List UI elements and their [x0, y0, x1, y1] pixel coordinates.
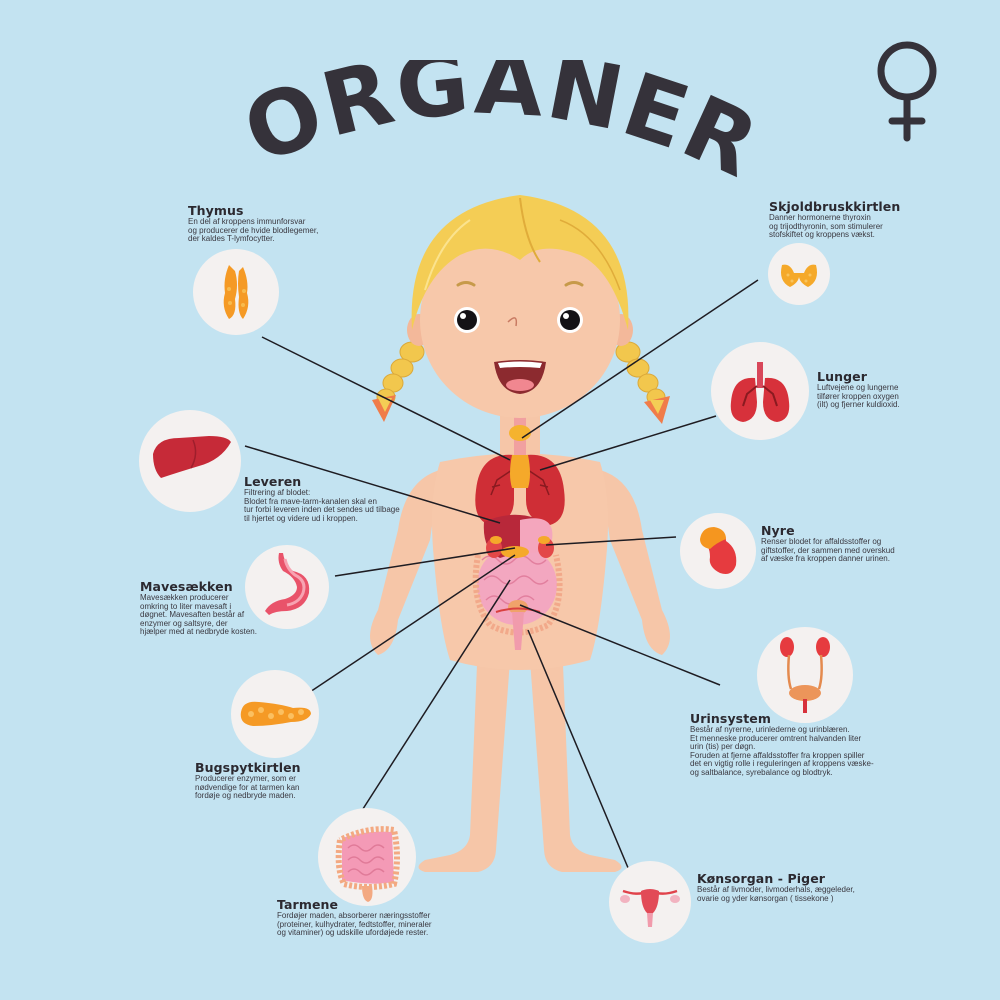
organ-name: Urinsystem — [690, 711, 772, 726]
organ-description: Filtrering af blodet: Blodet fra mave-ta… — [244, 488, 400, 523]
organ-name: Skjoldbruskkirtlen — [769, 199, 901, 214]
organ-description: Danner hormonerne thyroxin og trijodthyr… — [769, 213, 883, 240]
organ-name: Leveren — [244, 474, 302, 489]
liver-icon — [153, 436, 231, 478]
organ-description: Består af livmoder, livmoderhals, æggele… — [697, 885, 855, 903]
label-urinary: Urinsystem Består af nyrerne, urinledern… — [690, 712, 874, 778]
organ-description: Luftvejene og lungerne tilfører kroppen … — [817, 383, 900, 410]
urinary-system-icon — [780, 637, 830, 713]
pancreas-circle — [231, 670, 319, 758]
thyroid-circle — [768, 243, 830, 305]
label-intestines: Tarmene Fordøjer maden, absorberer nærin… — [277, 898, 432, 938]
thymus-circle — [193, 249, 279, 335]
organ-description: Renser blodet for affaldsstoffer og gift… — [761, 537, 895, 564]
intestines-circle — [318, 808, 416, 906]
reproductive-circle — [609, 861, 691, 943]
organ-name: Mavesækken — [140, 579, 233, 594]
label-stomach: Mavesækken Mavesækken producerer omkring… — [140, 580, 257, 637]
page-title: ORGANER — [230, 60, 770, 198]
organ-name: Nyre — [761, 523, 795, 538]
label-pancreas: Bugspytkirtlen Producerer enzymer, som e… — [195, 761, 301, 801]
kidney-icon — [700, 527, 737, 574]
thyroid-icon — [781, 264, 817, 287]
intestines-icon — [335, 826, 400, 902]
kidney-circle — [680, 513, 756, 589]
organ-name: Lunger — [817, 369, 867, 384]
organ-description: Mavesækken producerer omkring to liter m… — [140, 593, 257, 637]
svg-text:ORGANER: ORGANER — [230, 60, 770, 198]
organ-name: Tarmene — [277, 897, 339, 912]
pancreas-icon — [240, 701, 311, 726]
girl-illustration — [370, 195, 670, 872]
stomach-circle — [245, 545, 329, 629]
organ-name: Bugspytkirtlen — [195, 760, 301, 775]
organ-description: En del af kroppens immunforsvar og produ… — [188, 217, 319, 244]
label-kidney: Nyre Renser blodet for affaldsstoffer og… — [761, 524, 895, 564]
stomach-icon — [265, 553, 310, 615]
organ-name: Thymus — [188, 203, 244, 218]
organ-name: Kønsorgan - Piger — [697, 871, 826, 886]
label-thymus: Thymus En del af kroppens immunforsvar o… — [188, 204, 318, 244]
organ-description: Består af nyrerne, urinlederne og urinbl… — [690, 725, 874, 777]
label-lungs: Lunger Luftvejene og lungerne tilfører k… — [817, 370, 900, 410]
organ-description: Producerer enzymer, som er nødvendige fo… — [195, 774, 300, 801]
label-thyroid: Skjoldbruskkirtlen Danner hormonerne thy… — [769, 200, 900, 240]
thymus-icon — [223, 265, 249, 319]
uterus-icon — [620, 889, 680, 927]
organ-description: Fordøjer maden, absorberer næringsstoffe… — [277, 911, 432, 938]
lungs-icon — [730, 362, 790, 422]
label-reproductive: Kønsorgan - Piger Består af livmoder, li… — [697, 872, 855, 903]
lungs-circle — [711, 342, 809, 440]
urinary-circle — [757, 627, 853, 723]
female-symbol-icon — [877, 41, 937, 142]
liver-circle — [139, 410, 241, 512]
label-liver: Leveren Filtrering af blodet: Blodet fra… — [244, 475, 400, 523]
